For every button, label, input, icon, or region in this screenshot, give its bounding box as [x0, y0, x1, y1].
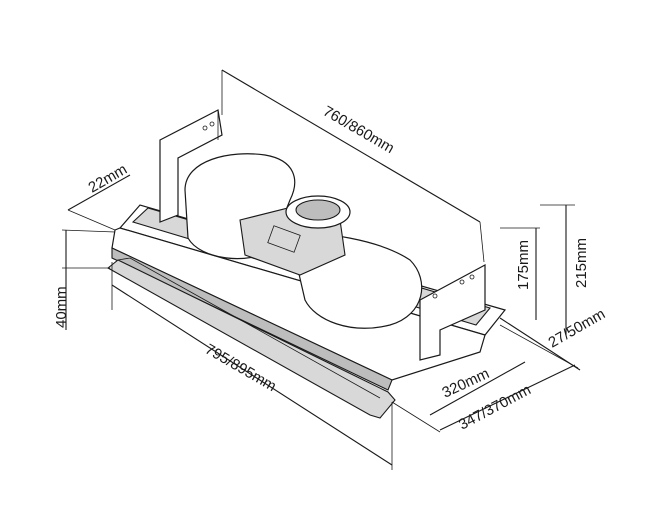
dim-height-mid: 175mm: [515, 240, 532, 290]
dim-top-length: 760/860mm: [320, 103, 397, 157]
hood-body: [107, 109, 507, 419]
hood-front-strip: [111, 247, 393, 391]
dimension-lines: [61, 69, 581, 470]
dim-height-total: 215mm: [573, 238, 590, 288]
dim-depth-inner: 320mm: [440, 365, 493, 402]
dim-height-front: 40mm: [53, 286, 70, 328]
air-outlet-opening: [295, 199, 341, 221]
dim-side-offset: 27/50mm: [546, 305, 609, 351]
right-mounting-bracket: [419, 263, 486, 361]
dim-depth-top: 22mm: [86, 161, 131, 197]
